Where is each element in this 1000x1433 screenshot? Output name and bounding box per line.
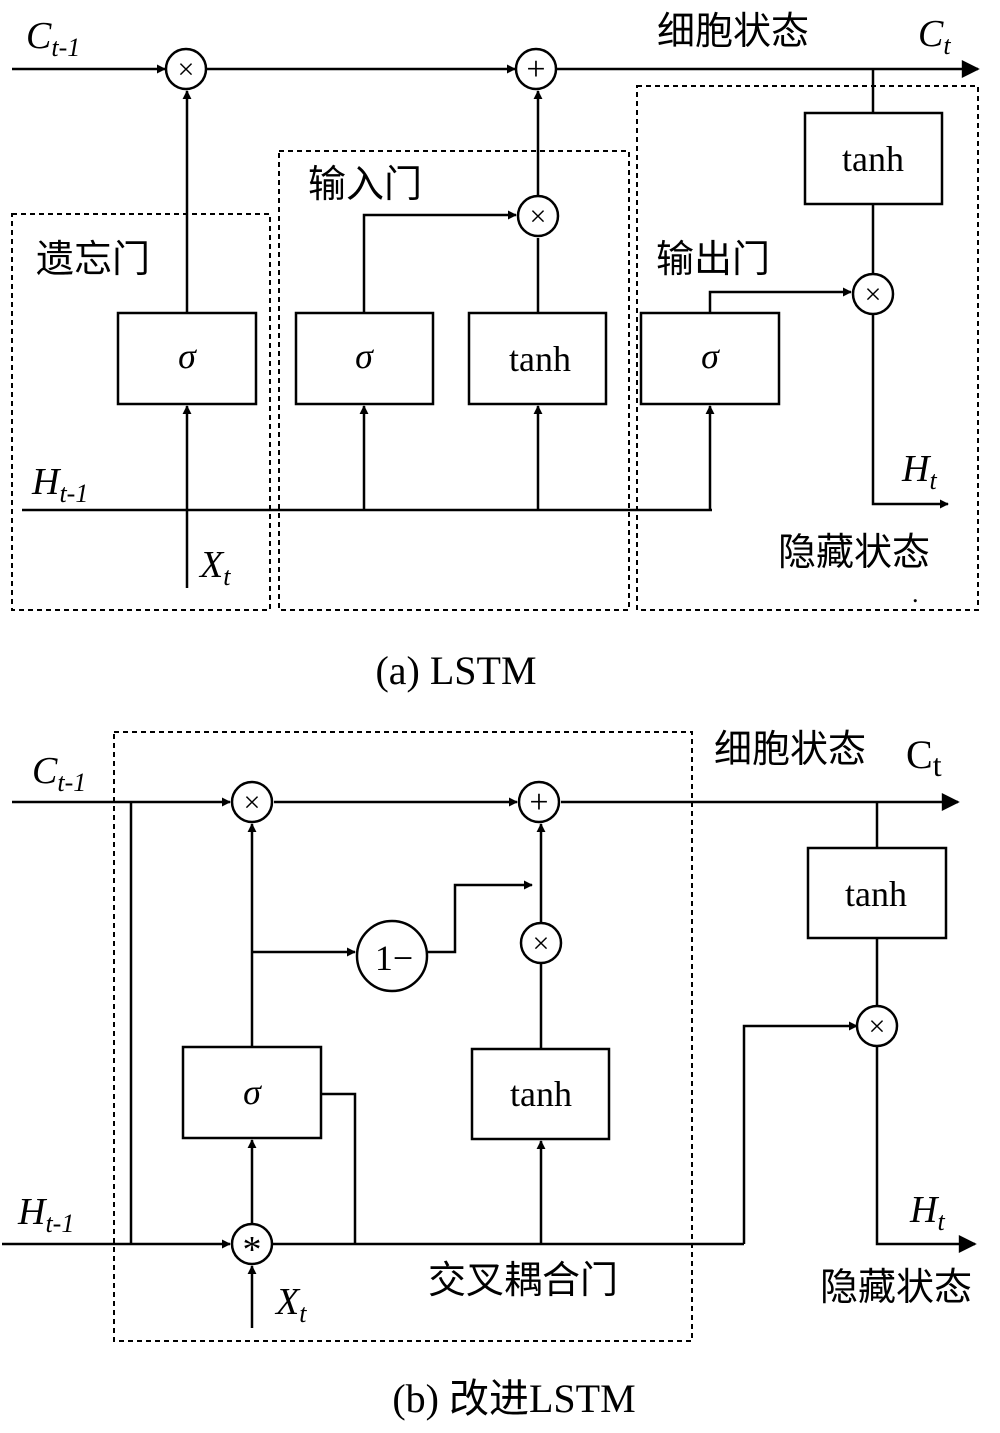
b-conv-symbol: *: [243, 1229, 262, 1271]
c-prev-label: Ct-1: [26, 15, 80, 62]
b-c-t-label: Ct: [906, 732, 942, 783]
output-sigma-label: σ: [701, 336, 720, 376]
b-input-multiply-symbol: ×: [533, 927, 550, 960]
cell-add-symbol: +: [526, 51, 545, 88]
forget-multiply-symbol: ×: [178, 53, 195, 86]
diagram-b: × + σ 1− tanh × * tanh: [2, 729, 977, 1421]
b-output-multiply-symbol: ×: [869, 1010, 886, 1043]
b-output-tanh-label: tanh: [845, 874, 907, 914]
input-gate-label: 输入门: [308, 164, 422, 206]
input-sigma-to-mul: [362, 210, 517, 313]
b-cell-add-symbol: +: [529, 784, 548, 821]
input-sigma-box: [294, 311, 435, 406]
b-sigma-label: σ: [243, 1072, 262, 1112]
b-tanh-box: [470, 1047, 611, 1141]
stray-dot: .: [912, 579, 919, 608]
forget-multiply-op: [164, 47, 208, 91]
coupled-gate-region: [113, 731, 693, 1342]
c-t-label: Ct: [918, 13, 951, 60]
b-coupled-gate-label: 交叉耦合门: [428, 1260, 618, 1302]
b-x-t-label: Xt: [274, 1281, 307, 1328]
forget-gate-label: 遗忘门: [36, 239, 150, 281]
output-sigma-box: [639, 311, 781, 406]
diagram-a: × + σ 遗忘门 σ tanh × 输入门 σ tanh × 输出门: [11, 11, 980, 693]
b-to-output-mul: [742, 1021, 858, 1244]
cell-add-op: [514, 47, 558, 91]
output-gate-label: 输出门: [656, 239, 770, 281]
input-gate-region: [278, 150, 630, 611]
input-multiply-symbol: ×: [530, 200, 547, 233]
b-c-prev-label: Ct-1: [32, 750, 86, 797]
b-one-minus-to-add: [427, 880, 533, 954]
h-prev-label: Ht-1: [31, 461, 88, 508]
cell-state-label: 细胞状态: [657, 11, 809, 53]
input-sigma-label: σ: [355, 336, 374, 376]
b-one-minus-label: 1−: [375, 938, 413, 978]
hidden-state-label: 隐藏状态: [778, 532, 930, 574]
input-tanh-label: tanh: [509, 339, 571, 379]
b-cell-state-label: 细胞状态: [714, 729, 866, 771]
forget-sigma-box: [116, 311, 258, 406]
b-forget-multiply-op: [230, 780, 274, 824]
output-tanh-box: [803, 111, 944, 206]
b-tanh-label: tanh: [510, 1074, 572, 1114]
output-sigma-to-mul: [708, 287, 852, 313]
caption-a: (a) LSTM: [375, 648, 536, 693]
b-h-prev-label: Ht-1: [17, 1191, 74, 1238]
hidden-state-out: [871, 314, 949, 509]
forget-sigma-label: σ: [178, 336, 197, 376]
output-multiply-symbol: ×: [865, 278, 882, 311]
h-t-label: Ht: [901, 448, 937, 495]
x-t-label: Xt: [198, 544, 231, 591]
input-tanh-box: [467, 311, 608, 406]
b-h-t-label: Ht: [909, 1189, 945, 1236]
b-hidden-state-out: [875, 1046, 977, 1253]
forget-gate-region: [11, 213, 271, 611]
b-one-minus-op: [355, 919, 429, 993]
b-forget-multiply-symbol: ×: [244, 786, 261, 819]
b-cell-add-op: [517, 780, 561, 824]
b-hidden-state-label: 隐藏状态: [820, 1267, 972, 1309]
output-tanh-label: tanh: [842, 139, 904, 179]
b-sigma-side: [321, 1092, 357, 1244]
output-gate-region: [636, 85, 979, 611]
caption-b: (b) 改进LSTM: [392, 1376, 635, 1421]
